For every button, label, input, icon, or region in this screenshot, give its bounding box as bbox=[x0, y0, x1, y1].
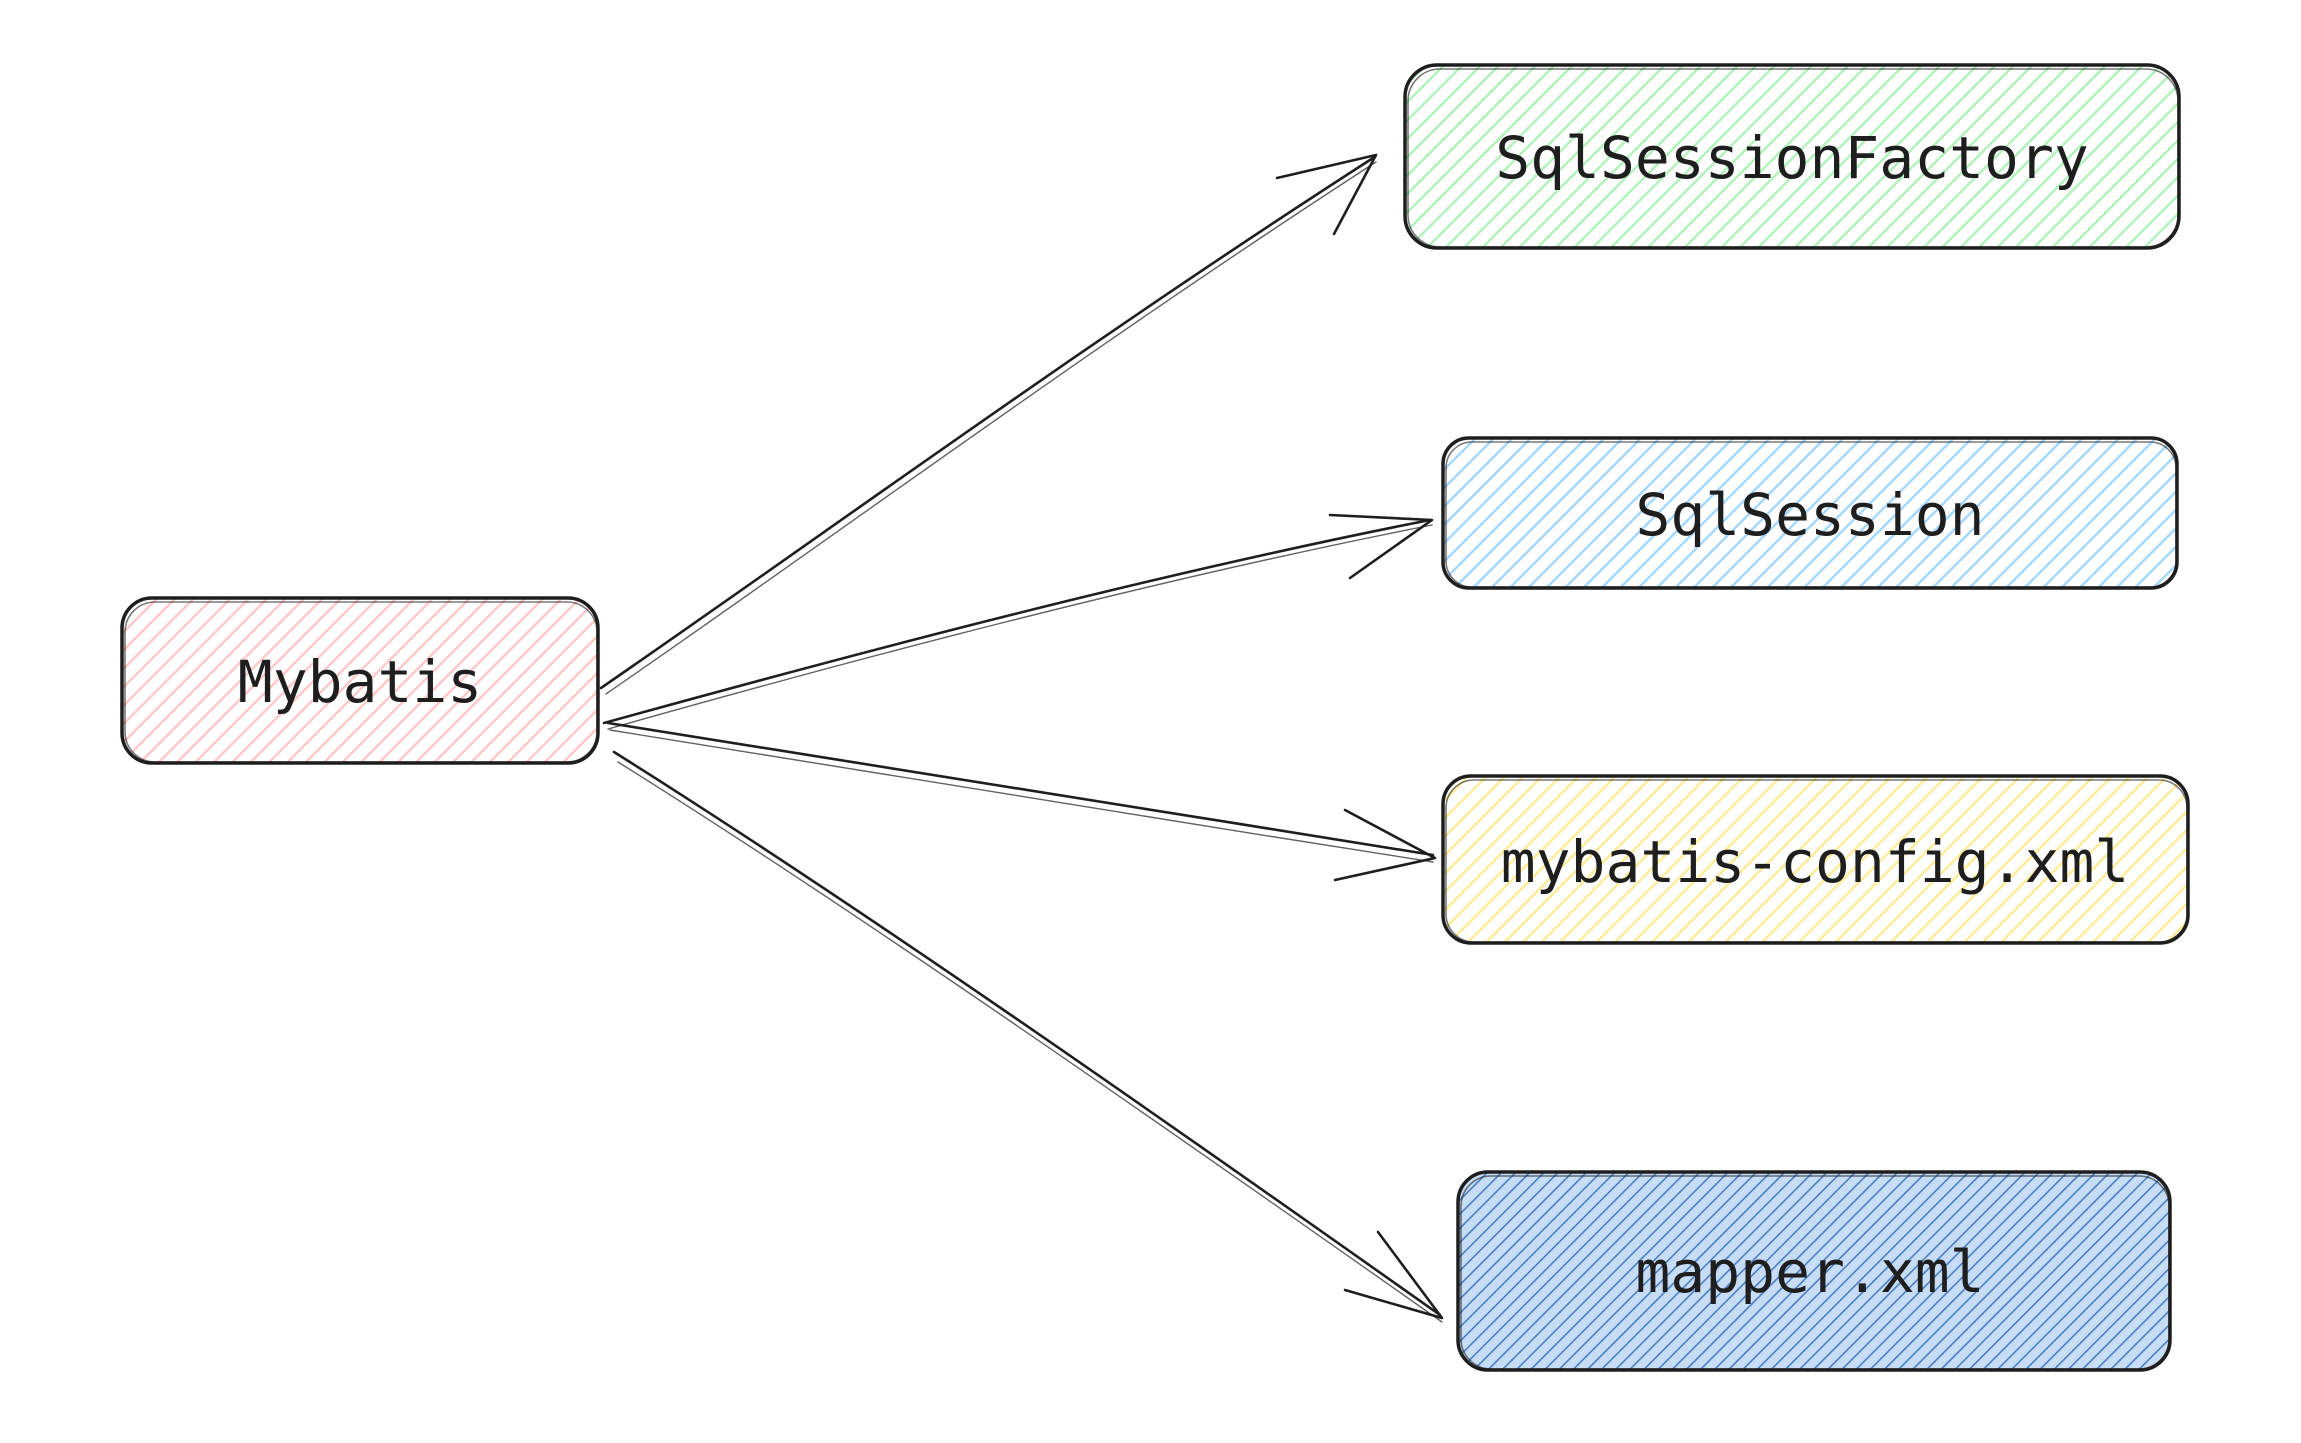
node-label-sqlsession: SqlSession bbox=[1635, 481, 1984, 549]
arrowhead-icon bbox=[1343, 1230, 1444, 1320]
node-mybatis[interactable]: Mybatis bbox=[120, 596, 600, 765]
edge-mybatis-to-sqlsessionfactory bbox=[599, 153, 1378, 695]
node-mapper[interactable]: mapper.xml bbox=[1456, 1170, 2172, 1372]
node-sqlsession[interactable]: SqlSession bbox=[1441, 436, 2179, 590]
edge-mybatis-to-mybatis-config bbox=[606, 721, 1437, 882]
node-label-mybatis-config: mybatis-config.xml bbox=[1501, 828, 2130, 896]
arrowhead-icon bbox=[1328, 513, 1434, 580]
node-label-sqlsessionfactory: SqlSessionFactory bbox=[1495, 124, 2089, 192]
arrowhead-icon bbox=[1275, 153, 1378, 236]
node-label-mapper: mapper.xml bbox=[1635, 1238, 1984, 1306]
arrowhead-icon bbox=[1333, 808, 1437, 882]
node-label-mybatis: Mybatis bbox=[238, 648, 482, 716]
node-mybatis-config[interactable]: mybatis-config.xml bbox=[1441, 774, 2190, 945]
edge-mybatis-to-mapper bbox=[612, 750, 1444, 1323]
edge-mybatis-to-sqlsession bbox=[602, 513, 1434, 730]
node-sqlsessionfactory[interactable]: SqlSessionFactory bbox=[1403, 63, 2181, 250]
